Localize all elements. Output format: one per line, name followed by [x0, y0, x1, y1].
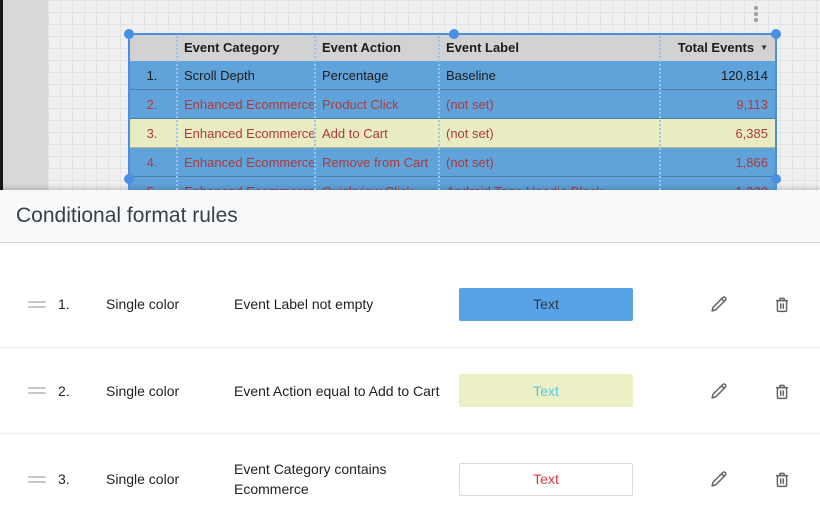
- column-header[interactable]: Total Events ▼: [659, 33, 777, 61]
- delete-rule-button[interactable]: [771, 292, 795, 316]
- rule-color-swatch[interactable]: Text: [459, 374, 633, 407]
- column-header[interactable]: Event Category: [176, 33, 314, 61]
- table-cell: Android Tone Hoodie Black: [438, 177, 659, 191]
- column-header-label: Event Action: [322, 39, 401, 55]
- table-cell: 1,330: [659, 177, 777, 191]
- table-cell: (not set): [446, 96, 494, 112]
- table-cell: Enhanced Ecommerce: [176, 177, 314, 191]
- table-row: 1. Scroll Depth Percentage Baseline 120,814: [128, 61, 777, 90]
- table-cell: 6,385: [735, 125, 768, 141]
- rule-color-swatch[interactable]: Text: [459, 287, 633, 321]
- rule-condition: Event Action equal to Add to Cart: [234, 382, 440, 399]
- table-cell: 1.: [146, 67, 158, 83]
- column-header-label: Event Label: [446, 39, 519, 55]
- table-cell: (not set): [446, 154, 494, 170]
- table-cell: Scroll Depth: [184, 67, 255, 83]
- table-cell: 4.: [146, 154, 158, 170]
- rule-row: 3. Single color Event Category contains …: [0, 433, 820, 524]
- panel-header: Conditional format rules: [0, 190, 820, 243]
- table-cell: Remove from Cart: [322, 154, 429, 170]
- table-cell: 120,814: [721, 67, 768, 83]
- resize-handle-top-middle[interactable]: [449, 29, 459, 39]
- table-cell: Product Click: [322, 96, 399, 112]
- column-header-label: Total Events: [677, 39, 755, 55]
- delete-rule-button[interactable]: [771, 467, 795, 491]
- rule-row: 1. Single color Event Label not empty Te…: [0, 243, 820, 347]
- table-cell: 2.: [146, 96, 158, 112]
- table-cell: Quickview Click: [314, 177, 438, 191]
- pencil-icon: [711, 382, 727, 399]
- panel-title: Conditional format rules: [16, 204, 238, 227]
- drag-handle-icon[interactable]: [28, 384, 48, 397]
- trash-icon: [775, 384, 789, 399]
- table-cell: Baseline: [446, 67, 496, 83]
- table-cell: (not set): [446, 125, 494, 141]
- delete-rule-button[interactable]: [771, 379, 795, 403]
- resize-handle-top-right[interactable]: [771, 29, 781, 39]
- table-row: 4. Enhanced Ecommerce Remove from Cart (not…: [128, 148, 777, 177]
- sort-desc-icon[interactable]: ▼: [760, 42, 768, 52]
- pencil-icon: [711, 296, 727, 312]
- column-header-label: Event Category: [184, 39, 280, 55]
- rule-condition: Event Category contains Ecommerce: [234, 461, 387, 497]
- table-cell: 3.: [146, 125, 158, 141]
- rule-number: 2.: [58, 382, 70, 399]
- rule-row: 2. Single color Event Action equal to Ad…: [0, 347, 820, 433]
- edit-rule-button[interactable]: [708, 379, 732, 403]
- pencil-icon: [711, 471, 727, 487]
- rule-type: Single color: [106, 471, 180, 487]
- table-cell: Enhanced Ecommerce: [184, 96, 314, 112]
- table-body: 1. Scroll Depth Percentage Baseline 120,814 2…: [128, 61, 777, 190]
- table-row: 3. Enhanced Ecommerce Add to Cart (not set)…: [128, 119, 777, 148]
- table-cell: Add to Cart: [322, 125, 388, 141]
- left-edge-strip: [0, 0, 3, 190]
- table-cell: 5.: [128, 177, 176, 191]
- table-row: 2. Enhanced Ecommerce Product Click (not se…: [128, 90, 777, 119]
- table-cell: Enhanced Ecommerce: [184, 125, 314, 141]
- report-canvas[interactable]: Event Category Event Action Event Label Tot…: [0, 0, 820, 190]
- events-table[interactable]: Event Category Event Action Event Label Tot…: [128, 33, 777, 190]
- column-header[interactable]: [128, 33, 176, 61]
- conditional-format-panel: Conditional format rules 1. Single color…: [0, 190, 820, 524]
- column-header[interactable]: Event Action: [314, 33, 438, 61]
- more-options-icon[interactable]: [752, 6, 760, 28]
- table-row: 5.Enhanced EcommerceQuickview ClickAndro…: [128, 177, 777, 190]
- rules-list: 1. Single color Event Label not empty Te…: [0, 243, 820, 524]
- table-cell: 9,113: [736, 96, 768, 112]
- rule-condition: Event Label not empty: [234, 296, 374, 312]
- rule-color-swatch[interactable]: Text: [459, 462, 633, 496]
- table-cell: 1,866: [735, 154, 768, 170]
- trash-icon: [775, 297, 789, 313]
- column-header[interactable]: Event Label: [438, 33, 659, 61]
- rule-number: 3.: [58, 471, 70, 487]
- drag-handle-icon[interactable]: [28, 298, 48, 311]
- table-header-row: Event Category Event Action Event Label Tot…: [128, 33, 777, 61]
- edit-rule-button[interactable]: [708, 292, 732, 316]
- resize-handle-left-middle[interactable]: [124, 174, 134, 184]
- table-cell: Enhanced Ecommerce: [184, 154, 314, 170]
- rule-type: Single color: [106, 382, 180, 399]
- resize-handle-top-left[interactable]: [124, 29, 134, 39]
- rule-type: Single color: [106, 296, 180, 312]
- resize-handle-right-middle[interactable]: [771, 174, 781, 184]
- rule-number: 1.: [58, 296, 70, 312]
- edit-rule-button[interactable]: [708, 467, 732, 491]
- left-gutter: [3, 0, 48, 190]
- drag-handle-icon[interactable]: [28, 473, 48, 486]
- table-cell: Percentage: [322, 67, 389, 83]
- trash-icon: [775, 472, 789, 488]
